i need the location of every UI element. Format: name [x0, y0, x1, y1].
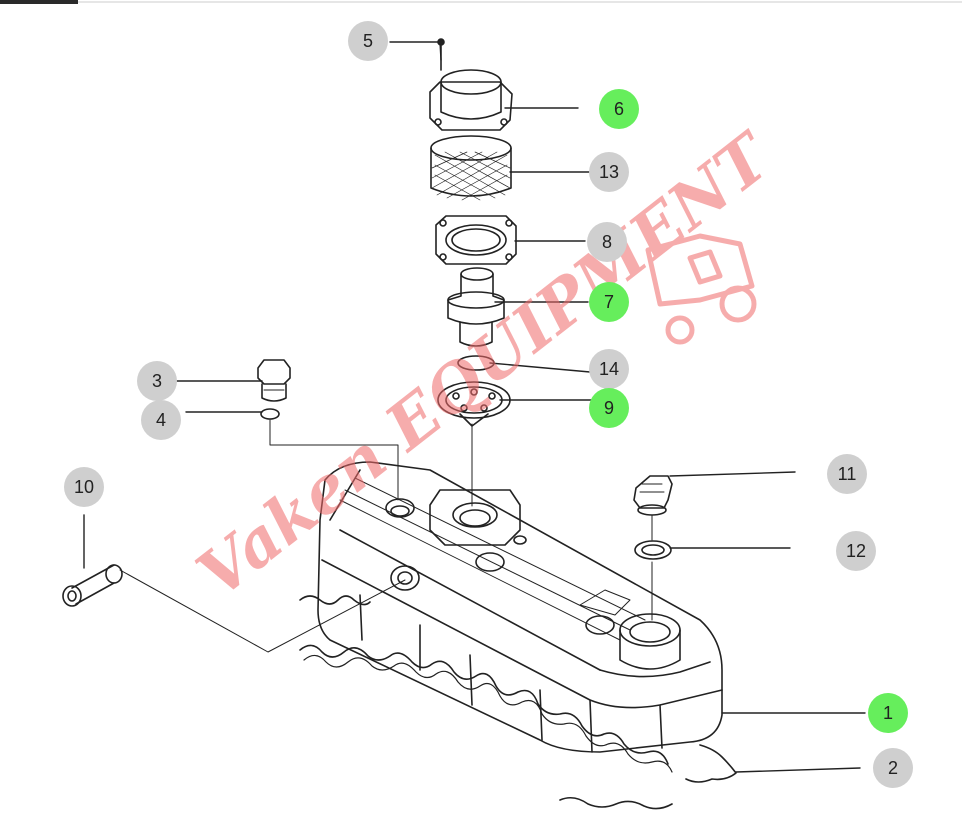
part-2-gasket — [299, 595, 737, 810]
callout-9[interactable]: 9 — [589, 388, 629, 428]
callout-10[interactable]: 10 — [64, 467, 104, 507]
top-bar-line — [78, 1, 962, 3]
top-bar — [0, 0, 962, 4]
part-11-oil-filler-cap — [633, 475, 673, 516]
callout-2[interactable]: 2 — [873, 748, 913, 788]
callout-13[interactable]: 13 — [589, 152, 629, 192]
part-12-seal-ring — [634, 540, 672, 560]
part-13-filter-element — [430, 135, 512, 201]
watermark-logo: Vaken EQUIPMENT — [184, 118, 788, 613]
part-3-plug-bolt — [257, 359, 291, 402]
callout-11[interactable]: 11 — [827, 454, 867, 494]
watermark-text: Vaken EQUIPMENT — [184, 118, 788, 613]
part-9-valve-plate — [437, 381, 511, 427]
part-6-breather-cap — [429, 69, 513, 131]
callout-8[interactable]: 8 — [587, 222, 627, 262]
callout-14[interactable]: 14 — [589, 349, 629, 389]
callout-5[interactable]: 5 — [348, 21, 388, 61]
callout-12[interactable]: 12 — [836, 531, 876, 571]
part-4-washer — [260, 408, 280, 420]
callout-4[interactable]: 4 — [141, 400, 181, 440]
part-7-breather-tube — [447, 267, 505, 347]
part-8-gasket-plate — [435, 215, 517, 265]
part-1-valve-cover — [317, 461, 723, 753]
part-5-bolt — [437, 38, 445, 71]
callout-1[interactable]: 1 — [868, 693, 908, 733]
part-14-o-ring — [457, 355, 495, 371]
top-bar-tab — [0, 0, 78, 4]
callout-7[interactable]: 7 — [589, 282, 629, 322]
callout-6[interactable]: 6 — [599, 89, 639, 129]
part-10-dowel-pin — [62, 564, 123, 607]
callout-3[interactable]: 3 — [137, 361, 177, 401]
